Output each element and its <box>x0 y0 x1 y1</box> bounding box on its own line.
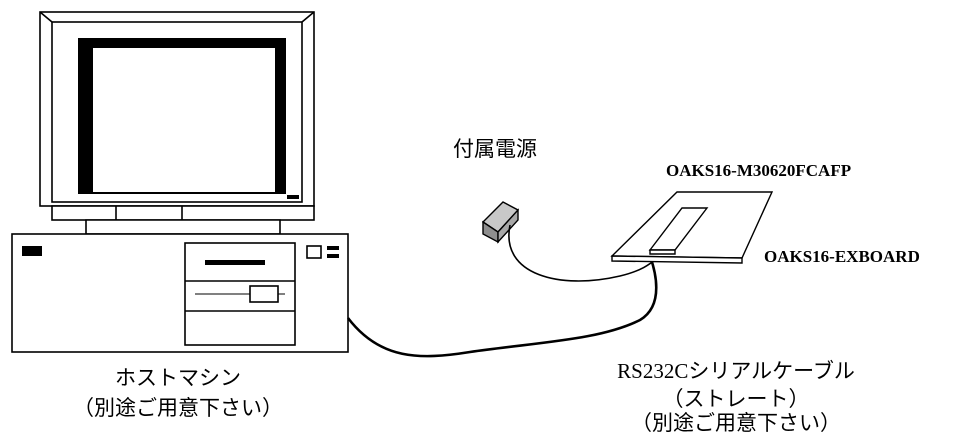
ex-board-label: OAKS16-EXBOARD <box>764 247 920 266</box>
cable-name-text: RS232Cシリアルケーブル <box>617 359 855 383</box>
power-cable <box>508 224 661 282</box>
power-supply-label: 付属電源 <box>453 137 537 161</box>
pc-indicator <box>22 246 42 256</box>
host-machine-note: （別途ご用意下さい） <box>73 396 283 420</box>
cable-type: （ストレート） <box>662 387 810 411</box>
cable-note: （別途ご用意下さい） <box>631 411 841 435</box>
host-machine-name: ホストマシン <box>115 366 241 390</box>
host-machine <box>11 233 349 353</box>
cpu-board <box>648 207 709 255</box>
floppy-slot <box>205 260 265 265</box>
cable-name: RS232Cシリアルケーブル <box>617 355 855 385</box>
monitor-led <box>287 195 299 199</box>
serial-cable <box>346 255 658 358</box>
power-supply <box>481 201 520 244</box>
monitor <box>39 11 315 235</box>
cpu-board-label: OAKS16-M30620FCAFP <box>666 161 852 180</box>
